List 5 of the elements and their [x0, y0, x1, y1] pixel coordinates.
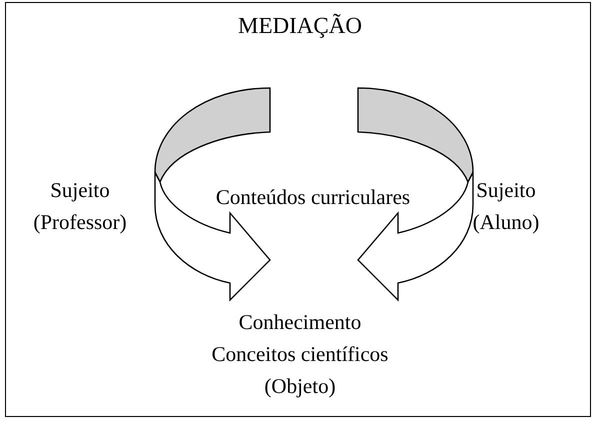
object-label: Conhecimento Conceitos científicos (Objeto): [195, 306, 405, 402]
subject-label: Sujeito (Aluno): [466, 174, 546, 238]
content-label: Conteúdos curriculares: [178, 181, 448, 213]
subject-label: Sujeito (Professor): [10, 174, 150, 238]
title: MEDIAÇÃO: [237, 12, 363, 40]
